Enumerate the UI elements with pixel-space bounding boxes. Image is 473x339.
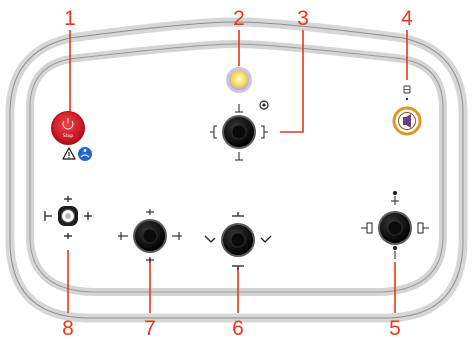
callout-3: 3	[297, 7, 309, 30]
right-joystick[interactable]	[378, 211, 412, 245]
callout-8: 8	[62, 317, 74, 339]
callout-1: 1	[64, 7, 76, 30]
power-icon	[62, 120, 74, 130]
small-knob[interactable]	[58, 206, 78, 226]
callout-5: 5	[389, 317, 401, 339]
rotation-icon	[259, 100, 269, 110]
leader-lines	[67, 30, 408, 313]
read-manual-icon	[78, 147, 92, 161]
left-joystick-direction-symbols	[118, 209, 182, 263]
indicator-lamp	[226, 67, 252, 93]
center-joystick[interactable]	[221, 223, 255, 257]
callout-7: 7	[144, 317, 156, 339]
horn-icon	[403, 85, 411, 101]
main-joystick[interactable]	[222, 115, 256, 149]
small-knob-direction-symbols	[44, 196, 92, 239]
callout-6: 6	[232, 317, 244, 339]
center-joystick-direction-symbols	[204, 212, 272, 270]
left-joystick[interactable]	[133, 219, 167, 253]
stop-button-label: Stop	[63, 133, 73, 139]
callout-2: 2	[233, 7, 245, 30]
right-joystick-direction-symbols	[361, 190, 429, 259]
horn-button[interactable]	[392, 106, 422, 136]
stop-button[interactable]: Stop	[51, 111, 85, 145]
callout-4: 4	[401, 7, 413, 30]
panel-frame	[5, 17, 468, 323]
light-icon	[403, 117, 406, 125]
main-joystick-direction-symbols	[210, 104, 268, 161]
warning-triangle-icon	[62, 147, 76, 160]
